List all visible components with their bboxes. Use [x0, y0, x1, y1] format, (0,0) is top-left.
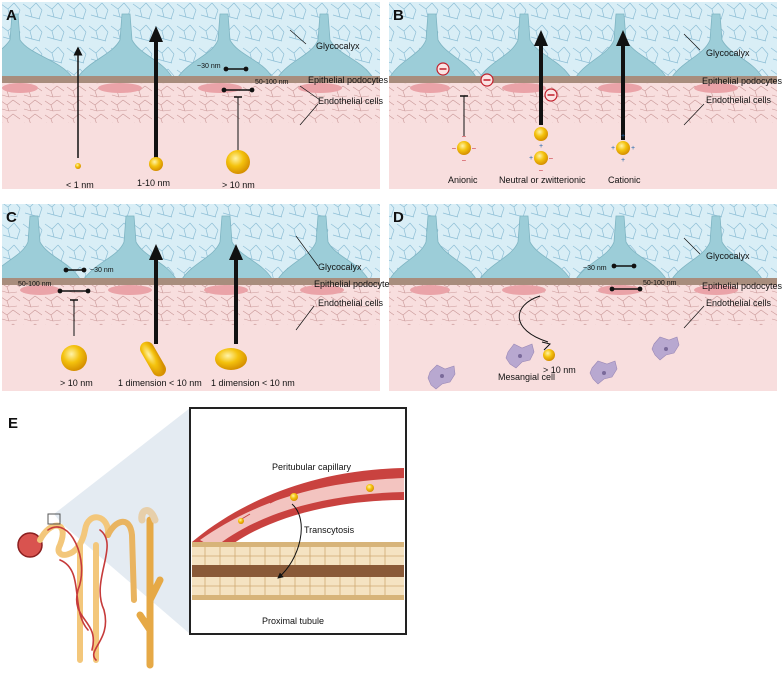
panel-label-d: D [393, 209, 404, 226]
label-endothelial-c: Endothelial cells [318, 298, 384, 308]
panel-a: A ~30 nm 50-100 nm < 1 nm 1-10 nm > 10 n… [2, 2, 380, 190]
svg-text:+: + [529, 155, 533, 162]
size-label-3: > 10 nm [222, 180, 255, 190]
uptake-arrow [518, 295, 549, 343]
panel-label-a: A [6, 7, 17, 24]
panel-c: C ~30 nm 50-100 nm > 10 nm 1 dimension <… [2, 204, 380, 391]
charge-label-cationic: Cationic [608, 175, 641, 185]
gap-label-50-100nm: 50-100 nm [18, 281, 52, 288]
particle-large [226, 150, 250, 174]
neutral-particle [534, 127, 548, 141]
panel-d: D ~30 nm 50-100 nm Mesangial cell > 10 n… [389, 204, 777, 391]
label-mesangial-cell: Mesangial cell [498, 372, 555, 382]
cationic-particle: + + + + [611, 133, 635, 164]
svg-text:–: – [462, 157, 466, 164]
zwitterionic-particle: +– +– [529, 143, 553, 174]
size-label-2: 1-10 nm [137, 178, 170, 188]
label-endothelial-d: Endothelial cells [706, 298, 772, 308]
charge-label-neutral: Neutral or zwitterionic [499, 175, 586, 185]
anionic-particle: –– –– [452, 133, 476, 164]
panel-b: B –– –– +– +– ++ ++ Anionic N [389, 2, 777, 189]
svg-text:+: + [621, 157, 625, 164]
size-label: > 10 nm [543, 365, 576, 375]
panel-e: E [8, 407, 407, 669]
gap-label-50-100nm: 50-100 nm [643, 280, 677, 287]
tubule [192, 542, 404, 600]
panel-label-b: B [393, 7, 404, 24]
podocyte-foot-processes [389, 13, 763, 78]
particle-medium [149, 157, 163, 171]
gap-label-30nm: ~30 nm [90, 267, 114, 274]
svg-text:+: + [611, 145, 615, 152]
label-podocytes-b: Epithelial podocytes [702, 76, 783, 86]
label-podocytes-d: Epithelial podocytes [702, 281, 783, 291]
label-glycocalyx-a: Glycocalyx [316, 41, 360, 51]
shape-label-2: 1 dimension < 10 nm [118, 378, 202, 388]
label-glycocalyx-d: Glycocalyx [706, 251, 750, 261]
label-endothelial-b: Endothelial cells [706, 95, 772, 105]
svg-text:–: – [472, 145, 476, 152]
shape-label-1: > 10 nm [60, 378, 93, 388]
basement-membrane [2, 76, 380, 83]
charge-label-anionic: Anionic [448, 175, 478, 185]
size-label-1: < 1 nm [66, 180, 94, 190]
label-proximal-tubule: Proximal tubule [262, 616, 324, 626]
gap-label-30nm: ~30 nm [583, 265, 607, 272]
panel-label-e: E [8, 415, 18, 432]
gap-label-30nm: ~30 nm [197, 63, 221, 70]
label-podocytes-a: Epithelial podocytes [308, 75, 389, 85]
label-podocytes-c: Epithelial podocytes [314, 279, 395, 289]
spherical-particle [61, 345, 87, 371]
podocyte-foot-processes [2, 13, 373, 78]
particle-large [543, 349, 555, 361]
panel-label-c: C [6, 209, 17, 226]
rod-particle [140, 341, 166, 377]
shape-label-3: 1 dimension < 10 nm [211, 378, 295, 388]
svg-text:–: – [549, 155, 553, 162]
label-endothelial-a: Endothelial cells [318, 96, 384, 106]
disc-particle [215, 348, 247, 370]
gap-label-50-100nm: 50-100 nm [255, 79, 289, 86]
svg-text:–: – [539, 167, 543, 174]
negative-charge-icon [436, 62, 558, 102]
label-transcytosis: Transcytosis [304, 525, 355, 535]
label-glycocalyx-c: Glycocalyx [318, 262, 362, 272]
particle-small [75, 163, 81, 169]
svg-text:+: + [621, 133, 625, 140]
label-glycocalyx-b: Glycocalyx [706, 48, 750, 58]
svg-text:+: + [539, 143, 543, 150]
svg-text:–: – [452, 145, 456, 152]
svg-text:–: – [462, 133, 466, 140]
nephron-illustration [17, 507, 164, 669]
transcytosis-arrow [277, 503, 302, 579]
label-peritubular-capillary: Peritubular capillary [272, 462, 352, 472]
svg-text:+: + [631, 145, 635, 152]
